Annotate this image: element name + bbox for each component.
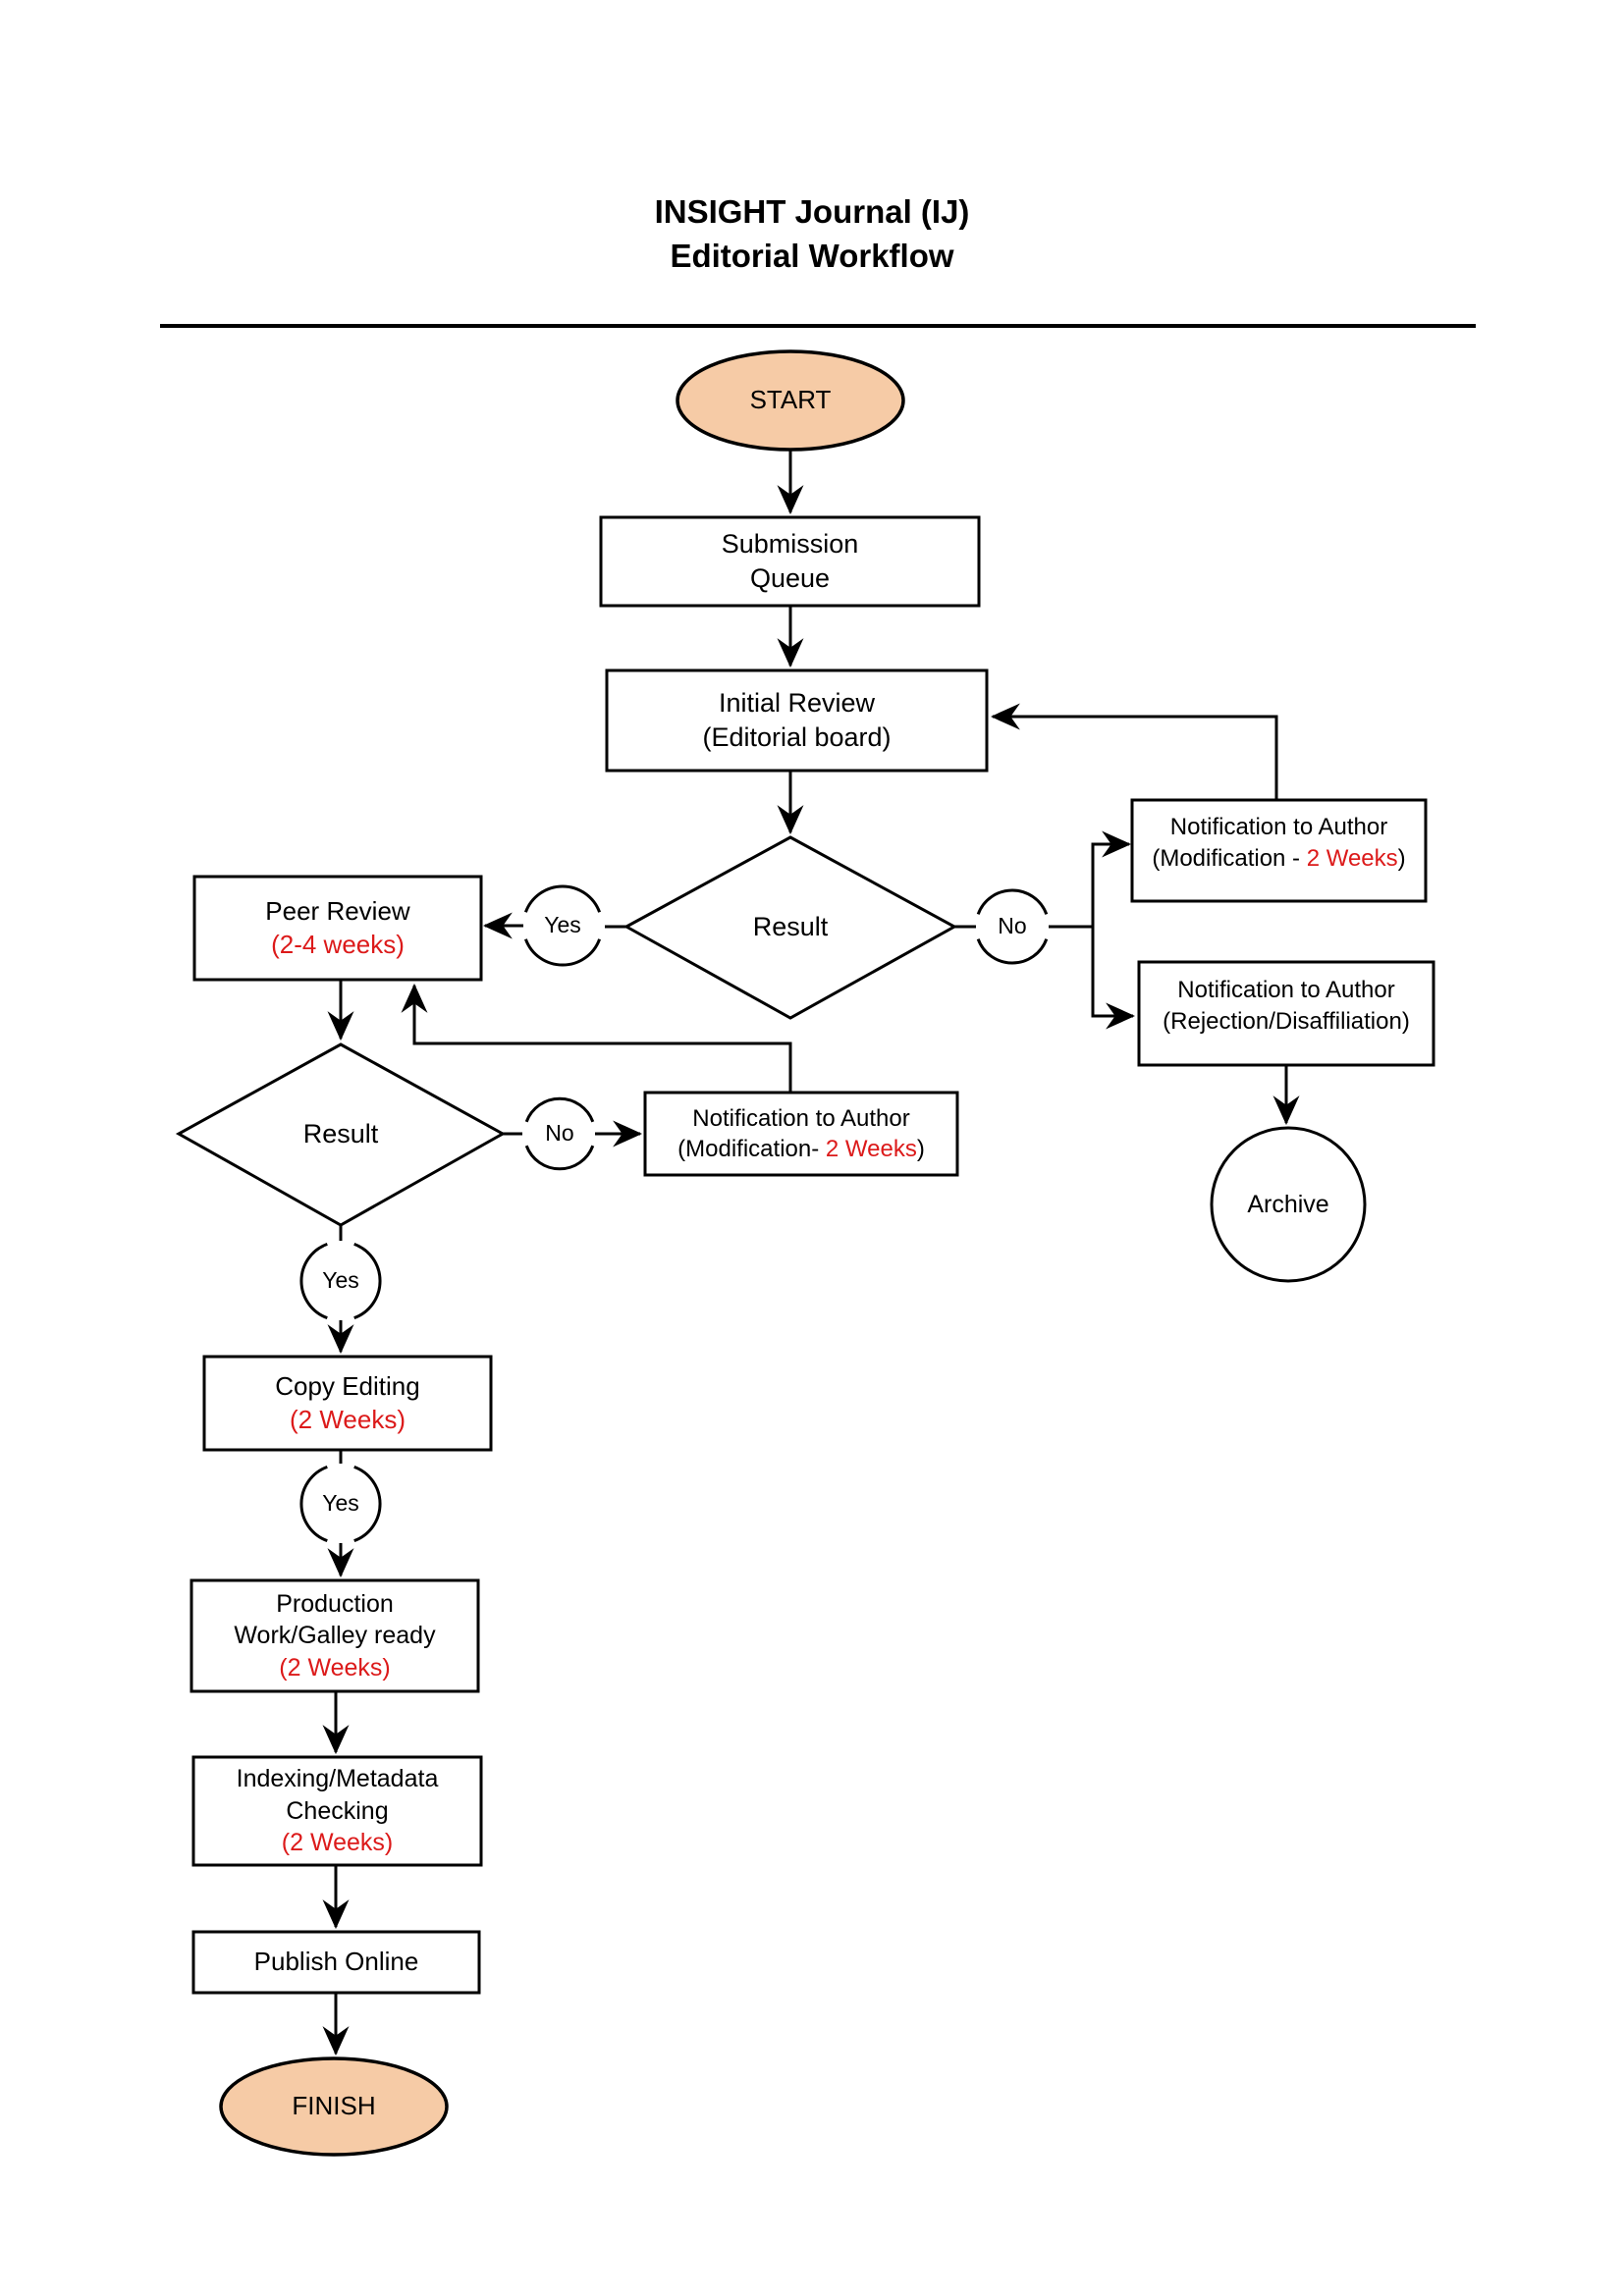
copy-editing-label: Copy Editing (2 Weeks) — [204, 1357, 491, 1450]
copy-editing-duration: (2 Weeks) — [290, 1404, 406, 1434]
notify-modification-initial-line1: Notification to Author — [1169, 814, 1388, 841]
notify-rejection-box — [1137, 960, 1435, 1067]
notify-modification-initial-line2-suffix: ) — [1397, 844, 1406, 872]
yes-to-production-label: Yes — [322, 1490, 359, 1517]
yes-connector-copy — [299, 1242, 382, 1320]
copy-editing-box — [202, 1355, 493, 1452]
notify-modification-initial-line2-duration: 2 Weeks — [1306, 844, 1398, 872]
notify-modification-peer-box — [643, 1091, 959, 1177]
notify-modification-initial-label: Notification to Author (Modification - 2… — [1132, 800, 1426, 901]
initial-review-line1: Initial Review — [718, 687, 876, 718]
start-label: START — [749, 385, 832, 415]
notify-rejection-line1: Notification to Author — [1177, 977, 1395, 1004]
no-connector-initial — [976, 888, 1049, 965]
submission-queue-line1: Submission — [721, 528, 859, 559]
production-box — [189, 1578, 480, 1693]
indexing-line1: Indexing/Metadata — [236, 1765, 439, 1793]
page-title-line1: INSIGHT Journal (IJ) — [654, 193, 970, 230]
start-terminator-shape — [676, 349, 905, 452]
notify-modification-peer-line2-suffix: ) — [916, 1136, 925, 1162]
yes-connector-production — [299, 1465, 382, 1543]
page-title: INSIGHT Journal (IJ) Editorial Workflow — [0, 189, 1624, 278]
arrow-notify-modification-back-to-peer-review — [401, 983, 792, 1093]
notify-modification-peer-line2: (Modification- 2 Weeks) — [677, 1134, 925, 1164]
indexing-box — [191, 1755, 483, 1867]
notify-modification-initial-box — [1130, 798, 1428, 903]
finish-terminator-shape — [219, 2056, 449, 2157]
arrow-no-to-notify-modification — [1049, 830, 1132, 929]
production-line2: Work/Galley ready — [234, 1622, 436, 1650]
initial-review-line2: (Editorial board) — [702, 722, 892, 752]
finish-label: FINISH — [292, 2091, 376, 2121]
notify-rejection-label: Notification to Author (Rejection/Disaff… — [1139, 962, 1434, 1065]
copy-editing-line1: Copy Editing — [275, 1370, 420, 1401]
indexing-line2: Checking — [286, 1796, 389, 1825]
no-from-initial-label: No — [998, 913, 1027, 939]
notify-rejection-line2: (Rejection/Disaffiliation) — [1163, 1007, 1410, 1035]
publish-online-label: Publish Online — [253, 1947, 419, 1977]
production-label: Production Work/Galley ready (2 Weeks) — [191, 1580, 478, 1691]
notify-modification-initial-line2-prefix: (Modification - — [1152, 844, 1307, 872]
peer-review-label: Peer Review (2-4 weeks) — [194, 877, 481, 980]
result-peer-diamond — [175, 1042, 507, 1227]
yes-to-peer-label: Yes — [544, 912, 581, 938]
result-initial-diamond — [623, 835, 958, 1020]
submission-queue-label: Submission Queue — [601, 517, 979, 606]
production-duration: (2 Weeks) — [279, 1653, 391, 1682]
publish-online-box — [191, 1930, 481, 1995]
peer-review-line1: Peer Review — [265, 895, 410, 926]
archive-label: Archive — [1247, 1190, 1329, 1218]
yes-to-copy-label: Yes — [322, 1267, 359, 1294]
notify-modification-initial-line2: (Modification - 2 Weeks) — [1152, 843, 1405, 874]
initial-review-label: Initial Review (Editorial board) — [607, 670, 987, 771]
arrow-notify-modification-back-to-initial-review — [990, 703, 1278, 800]
notify-modification-peer-label: Notification to Author (Modification- 2 … — [645, 1093, 957, 1175]
archive-circle — [1210, 1126, 1367, 1283]
peer-review-duration: (2-4 weeks) — [271, 929, 405, 959]
peer-review-box — [192, 875, 483, 982]
submission-queue-line2: Queue — [749, 563, 831, 593]
notify-modification-peer-line2-prefix: (Modification- — [677, 1136, 826, 1162]
notify-modification-peer-line2-duration: 2 Weeks — [825, 1136, 917, 1162]
title-divider — [160, 324, 1476, 328]
no-from-peer-label: No — [545, 1120, 574, 1147]
submission-queue-box — [599, 515, 981, 608]
initial-review-box — [605, 668, 989, 773]
yes-connector-initial — [523, 884, 602, 967]
indexing-duration: (2 Weeks) — [281, 1829, 394, 1857]
notify-modification-peer-line1: Notification to Author — [692, 1104, 910, 1132]
page-title-line2: Editorial Workflow — [670, 238, 954, 275]
result-peer-label: Result — [302, 1119, 379, 1149]
production-line1: Production — [276, 1589, 394, 1618]
arrow-no-to-notify-rejection — [1091, 927, 1136, 1030]
result-initial-label: Result — [752, 912, 829, 942]
no-connector-peer — [524, 1096, 595, 1171]
indexing-label: Indexing/Metadata Checking (2 Weeks) — [193, 1757, 481, 1865]
